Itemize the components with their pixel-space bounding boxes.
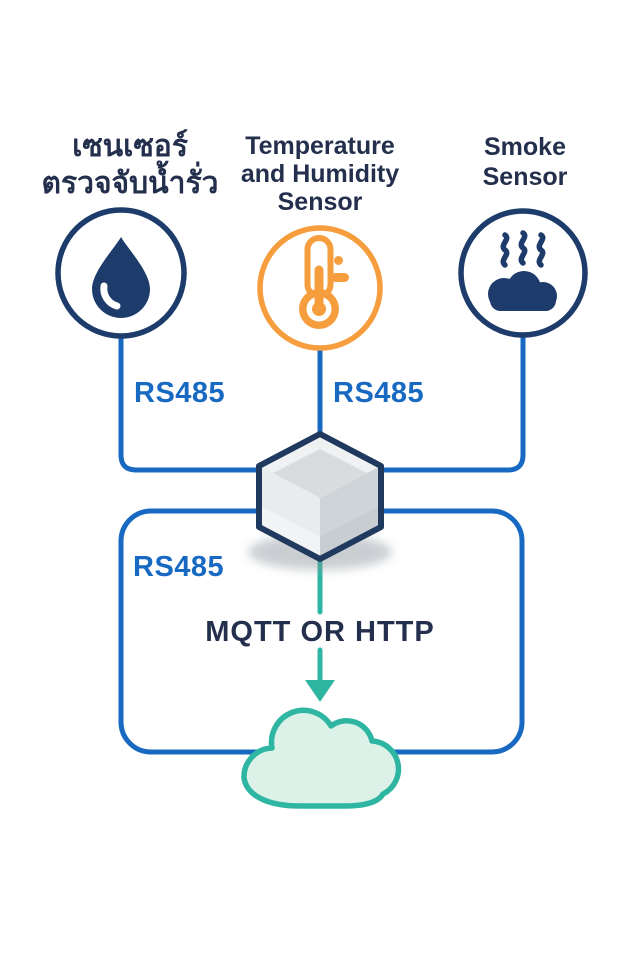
arrow-down-icon (305, 680, 335, 702)
smoke-sensor-label-line1: Smoke (484, 133, 566, 161)
connector-smoke-to-gateway (337, 331, 526, 473)
smoke-sensor-label: Smoke Sensor (425, 132, 625, 192)
smoke-sensor-label-line2: Sensor (482, 163, 568, 191)
thermometer-tick-dot (334, 256, 343, 265)
rs485-label-gateway-bus: RS485 (133, 551, 225, 583)
connector-water-to-gateway (118, 332, 308, 473)
rs485-label-water: RS485 (134, 377, 226, 409)
smoke-icon (458, 208, 588, 338)
rs485-label-temperature: RS485 (333, 377, 425, 409)
cube-top-highlight (259, 434, 381, 473)
smoke-waves (500, 230, 546, 268)
thermometer-icon (257, 225, 383, 351)
thermometer-tick-dash (331, 273, 349, 282)
water-drop-icon (55, 207, 187, 339)
gateway-cube-icon (248, 431, 392, 570)
water-drop-highlight (100, 282, 121, 310)
temperature-sensor-label: Temperature and Humidity Sensor (220, 132, 420, 216)
cloud-icon (241, 707, 402, 809)
temperature-sensor-label-line2: and Humidity (240, 160, 400, 188)
cube-outline (256, 431, 384, 562)
cloud-shape (241, 707, 402, 809)
temperature-sensor-label-line3: Sensor (277, 188, 363, 216)
water-leak-sensor-label-line1: เซนเซอร์ (72, 130, 188, 163)
smoke-cloud-shape (488, 271, 557, 311)
water-leak-sensor-label-line2: ตรวจจับน้ำรั่ว (41, 167, 219, 200)
thermometer-core (312, 302, 326, 316)
temperature-sensor-label-line1: Temperature (245, 132, 395, 160)
water-leak-sensor-label: เซนเซอร์ ตรวจจับน้ำรั่ว (10, 128, 250, 202)
cube-right-band (320, 505, 381, 559)
mqtt-http-label: MQTT OR HTTP (205, 616, 435, 648)
cube-left-band (259, 505, 320, 559)
